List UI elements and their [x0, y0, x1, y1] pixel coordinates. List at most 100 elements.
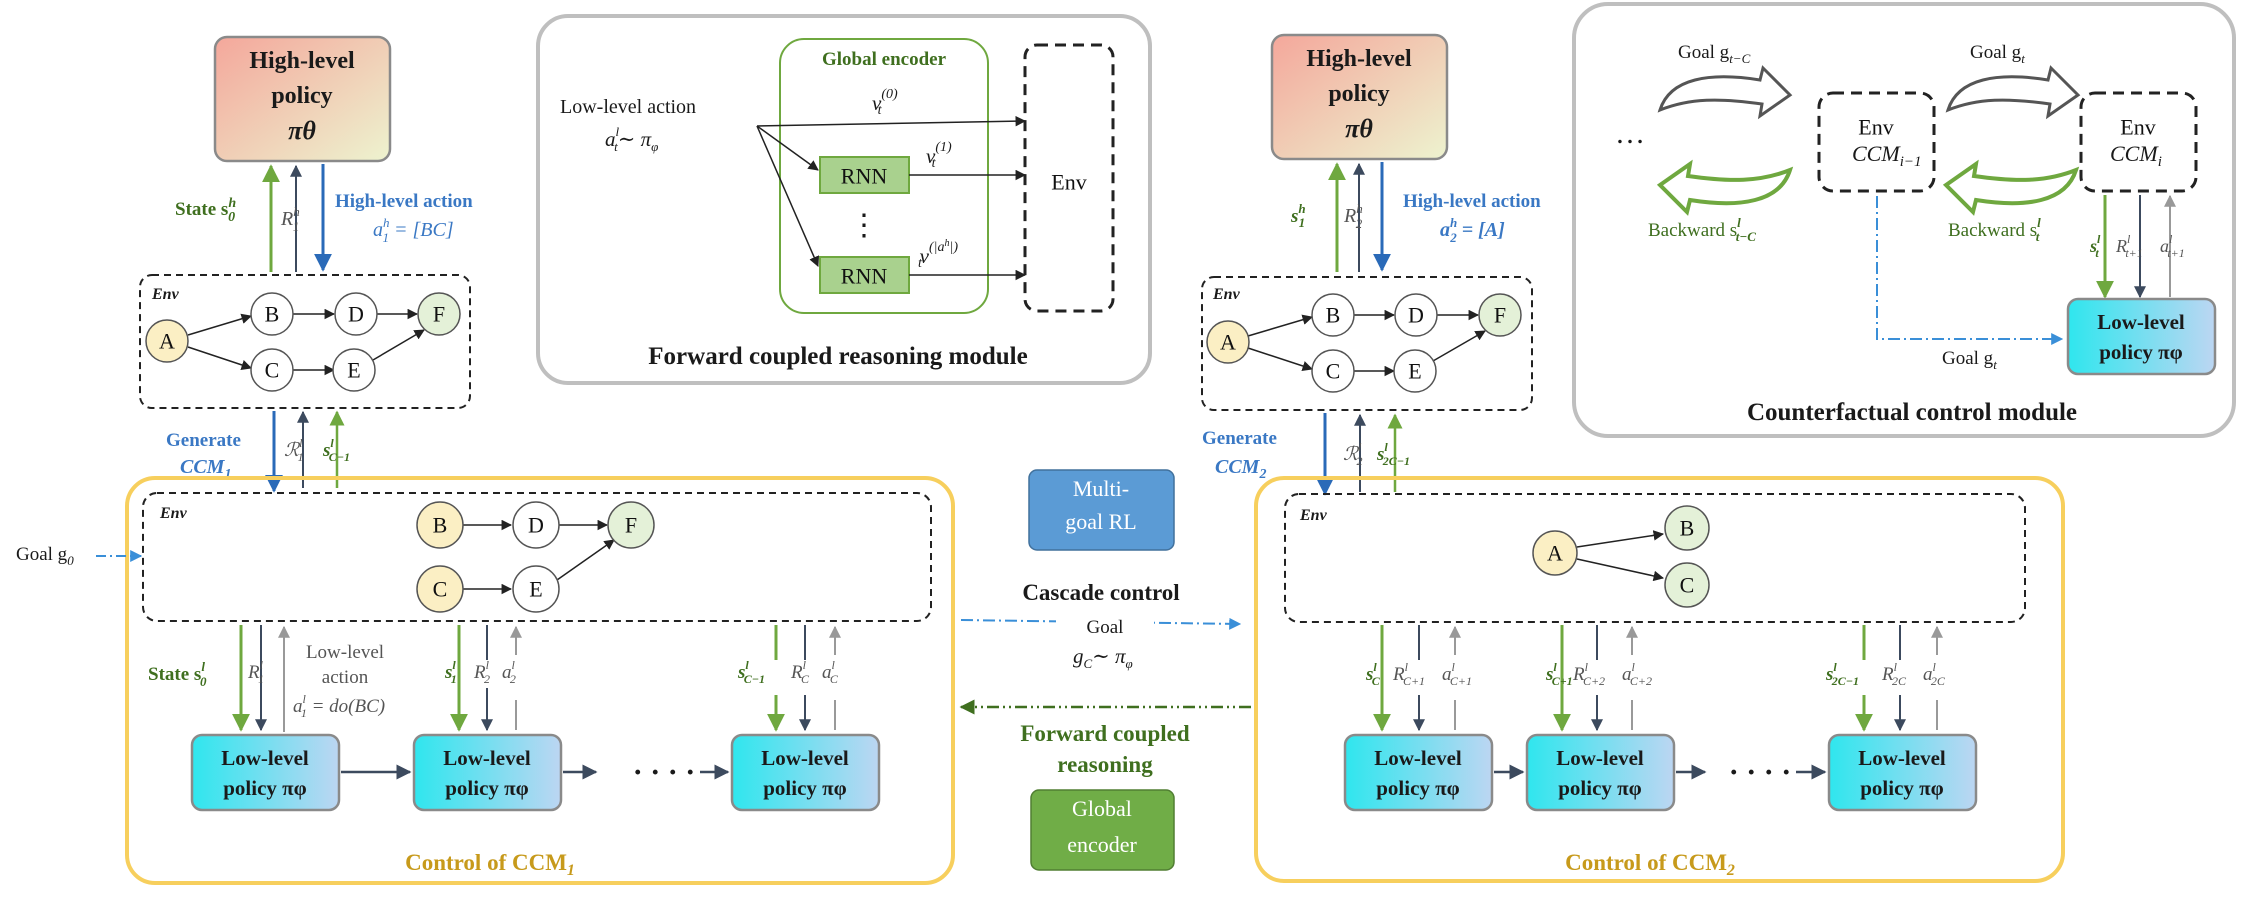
low-policy-left-2-line1: Low-level — [443, 746, 531, 770]
forward-reasoning-l1: Forward coupled — [1020, 721, 1190, 746]
rnn-box-1-label: RNN — [841, 164, 888, 189]
low-policy-left-1 — [190, 733, 341, 812]
goal-gc-expr: gC∼ πφ — [1073, 644, 1133, 671]
cf-ccm-cur: CCMi — [2110, 141, 2162, 170]
global-encoder-l1: Global — [1072, 796, 1132, 821]
low-policy-right-1 — [1343, 733, 1494, 812]
low-policy-right-3 — [1827, 733, 1978, 812]
high-policy-line2: policy — [271, 83, 332, 109]
high-level-policy-left: High-level policy πθ — [213, 35, 392, 163]
low-policy-left-2-line2: policy πφ — [445, 776, 529, 800]
low-policy-left-3 — [730, 733, 881, 812]
high-policy-line3: πθ — [288, 116, 316, 145]
cf-goal-cur: Goal gt — [1970, 42, 2025, 66]
ccm1-node-d-label: D — [528, 513, 544, 538]
vn-label: v(|ah|)t — [918, 238, 958, 271]
low-policy-right-1-line1: Low-level — [1374, 746, 1462, 770]
ccm2-node-b-label: B — [1680, 516, 1695, 541]
low-policy-left-2 — [412, 733, 563, 812]
low-policy-right-2 — [1525, 733, 1676, 812]
generate-ccm-left: CCM1 — [180, 456, 231, 482]
node-d-left-label: D — [348, 302, 364, 327]
high-action-title-left: High-level action — [335, 191, 473, 212]
cf-backward-arrow-1 — [1656, 159, 1794, 216]
cf-forward-arrow-2 — [1945, 65, 2081, 120]
cf-forward-arrow-1 — [1657, 65, 1793, 120]
cf-env-cur — [2079, 91, 2198, 193]
cf-low-policy-line2: policy πφ — [2099, 340, 2183, 364]
rnn-vdots: ⋮ — [849, 209, 879, 242]
cf-goal-arrow — [1876, 196, 2064, 345]
cf-ellipsis: … — [1615, 117, 1645, 150]
dots-left: · · · · — [633, 756, 696, 789]
multi-goal-l2: goal RL — [1065, 509, 1137, 534]
node-f-right-label: F — [1494, 303, 1506, 328]
node-b-left-label: B — [265, 302, 280, 327]
ccm2-node-c-label: C — [1680, 573, 1695, 598]
node-f-left-label: F — [433, 302, 445, 327]
v1-label: v(1)t — [926, 140, 952, 171]
cf-goal-prev: Goal gt−C — [1678, 42, 1751, 66]
cf-env-cur-label: Env — [2120, 115, 2155, 140]
generate-ccm-right: CCM2 — [1215, 456, 1266, 482]
node-e-left — [332, 348, 376, 392]
low-policy-right-1-line2: policy πφ — [1376, 776, 1460, 800]
ccm1-node-e — [512, 565, 560, 613]
cf-env-prev-label: Env — [1858, 115, 1893, 140]
cf-low-policy-line1: Low-level — [2097, 310, 2185, 334]
node-b-left — [250, 292, 294, 336]
node-b-right-label: B — [1326, 303, 1341, 328]
node-c-left-label: C — [265, 358, 280, 383]
cf-env-prev — [1817, 91, 1936, 193]
ccm1-node-f-label: F — [625, 513, 637, 538]
forward-module-title: Forward coupled reasoning module — [648, 343, 1027, 370]
env-tag-left: Env — [151, 286, 180, 303]
high-level-policy-right: High-level policy πθ — [1270, 33, 1449, 161]
cf-goal-bottom: Goal gt — [1942, 348, 1997, 372]
cascade-control-label: Cascade control — [1022, 580, 1179, 605]
high-policy-line1: High-level — [249, 48, 355, 74]
low-policy-right-3-line1: Low-level — [1858, 746, 1946, 770]
cf-low-policy — [2066, 297, 2217, 376]
goal-g0-label: Goal g0 — [16, 544, 74, 568]
control-ccm1-title: Control of CCM1 — [405, 850, 575, 879]
high-action-title-right: High-level action — [1403, 191, 1541, 212]
ccm1-node-d — [512, 501, 560, 549]
node-a-left — [145, 319, 189, 363]
forward-reasoning-l2: reasoning — [1057, 752, 1153, 777]
counterfactual-module: … Goal gt−C Goal gt Env CCMi−1 Env CCMi … — [1572, 2, 2236, 438]
ccm1-node-e-label: E — [529, 577, 542, 602]
high-policy-right-line3: πθ — [1345, 114, 1373, 143]
low-action-line2: action — [322, 667, 369, 688]
high-policy-right-line1: High-level — [1306, 46, 1412, 72]
ccm1-node-c — [416, 565, 464, 613]
node-d-left — [334, 292, 378, 336]
ccm1-node-b-label: B — [433, 513, 448, 538]
multi-goal-rl-box — [1028, 469, 1175, 551]
global-encoder-l2: encoder — [1067, 832, 1137, 857]
low-action-line1: Low-level — [306, 642, 384, 663]
